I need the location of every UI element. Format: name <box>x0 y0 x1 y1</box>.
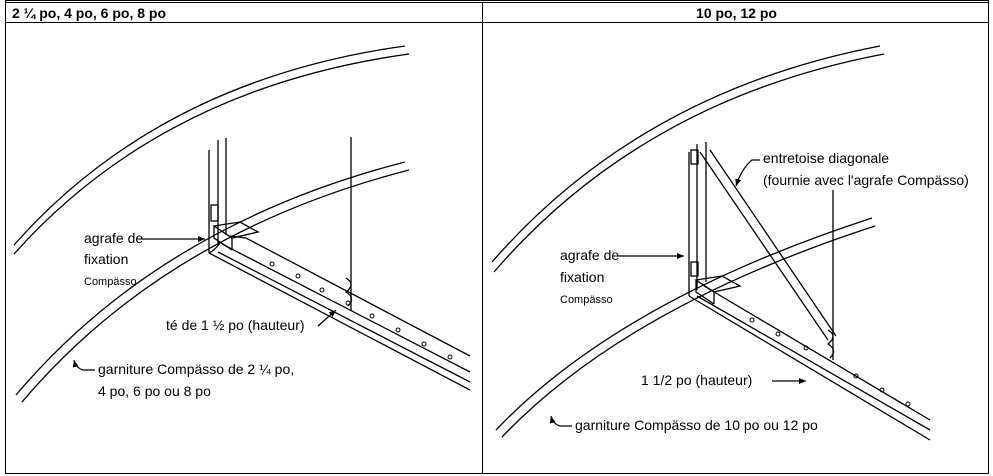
right-clip-label-3: Compässo <box>560 294 613 306</box>
left-clip-post <box>208 138 227 253</box>
left-lower-trim-arc <box>15 161 406 396</box>
right-trim-label: garniture Compässo de 10 po ou 12 po <box>575 417 818 433</box>
right-tee-callout: 1 1/2 po (hauteur) <box>641 372 806 388</box>
right-clip-label-2: fixation <box>560 269 604 285</box>
left-upper-trim-arc <box>13 45 406 246</box>
right-trim-callout: garniture Compässo de 10 po ou 12 po <box>549 415 818 433</box>
left-trim-label-1: garniture Compässo de 2 ¼ po, <box>98 361 294 377</box>
right-upper-trim-arc <box>491 45 881 263</box>
right-brace-callout: entretoise diagonale (fournie avec l'agr… <box>735 150 969 188</box>
left-clip-label-2: fixation <box>84 251 128 267</box>
left-tee-beam <box>208 243 471 391</box>
header-divider <box>5 22 989 23</box>
right-brace-label-2: (fournie avec l'agrafe Compässo) <box>763 172 969 188</box>
right-lower-trim-arc <box>495 217 873 431</box>
right-illustration <box>491 45 931 441</box>
right-tee-label: 1 1/2 po (hauteur) <box>641 372 752 388</box>
table-frame <box>5 0 989 474</box>
left-clip-label-1: agrafe de <box>84 230 143 246</box>
left-trim-callout: garniture Compässo de 2 ¼ po, 4 po, 6 po… <box>72 359 294 399</box>
header-right-sizes: 10 po, 12 po <box>696 5 777 21</box>
left-tee-callout: té de 1 ½ po (hauteur) <box>166 309 337 333</box>
right-brace-label-1: entretoise diagonale <box>763 150 889 166</box>
header-left-sizes: 2 ¼ po, 4 po, 6 po, 8 po <box>12 5 167 21</box>
top-rule <box>5 0 989 3</box>
right-clip-post <box>688 142 707 296</box>
left-clip-callout: agrafe de fixation Compässo <box>84 230 205 288</box>
left-tee-label: té de 1 ½ po (hauteur) <box>166 317 305 333</box>
left-illustration <box>13 45 471 403</box>
left-clip-label-3: Compässo <box>84 276 137 288</box>
left-trim-label-2: 4 po, 6 po ou 8 po <box>98 383 211 399</box>
right-clip-callout: agrafe de fixation Compässo <box>560 247 684 306</box>
right-tee-beam <box>688 285 931 441</box>
right-clip-block <box>694 275 742 305</box>
right-diagonal-brace <box>699 149 837 341</box>
right-clip-label-1: agrafe de <box>560 247 619 263</box>
column-divider <box>482 3 483 474</box>
left-clip-block <box>212 221 260 251</box>
